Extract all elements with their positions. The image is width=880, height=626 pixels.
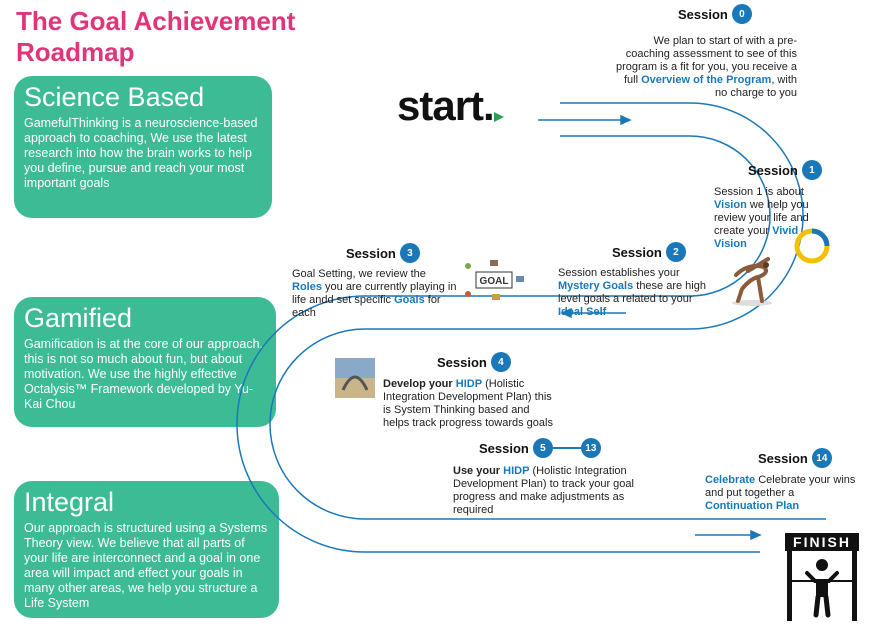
svg-text:GOAL: GOAL: [480, 276, 509, 287]
card-heading: Gamified: [24, 303, 133, 333]
session-number-badge: 4: [490, 352, 511, 372]
finish-runner-icon: [787, 551, 857, 621]
session-3-header: Session 3: [346, 243, 420, 263]
card-heading: Integral: [24, 487, 115, 517]
desc-highlight: Continuation Plan: [705, 500, 800, 512]
desc-text: (Holistic Integration Development Plan) …: [383, 378, 553, 429]
vivid-vision-icon: [794, 228, 830, 264]
session-number-badge: 14: [811, 448, 832, 468]
desc-text: you are currently playing in life andd s…: [292, 281, 457, 306]
finish-label: FINISH: [785, 533, 859, 551]
session-1-header: Session 1: [748, 160, 822, 180]
desc-text: We plan to start of with a pre-coaching …: [616, 35, 797, 86]
session-2-description: Session establishes your Mystery Goals t…: [558, 267, 718, 319]
desc-text: Use your: [453, 465, 504, 477]
card-heading: Science Based: [24, 82, 205, 112]
card-integral: Integral Our approach is structured usin…: [14, 481, 279, 618]
desc-text: we help you review your life and create …: [714, 199, 809, 237]
session-number-badge: 3: [399, 243, 420, 263]
desc-highlight: Overview of the Program: [641, 74, 772, 86]
session-5-13-description: Use your HIDP (Holistic Integration Deve…: [453, 465, 663, 517]
session-0-header: Session 0: [678, 4, 752, 24]
session-number-badge: 0: [731, 4, 752, 24]
session-label: Session: [346, 245, 396, 261]
desc-highlight: Vivid Vision: [714, 225, 799, 250]
dancers-image: [732, 257, 772, 306]
session-3-description: Goal Setting, we review the Roles you ar…: [292, 268, 458, 320]
session-14-header: Session 14: [758, 448, 832, 468]
finish-line-icon: FINISH: [785, 533, 859, 626]
session-number-badge: 1: [801, 160, 822, 180]
session-range-connector: [552, 447, 581, 449]
session-number-badge: 13: [580, 438, 601, 458]
hidp-image: [335, 358, 375, 398]
session-1-description: Session 1 is about Vision we help you re…: [714, 186, 834, 251]
card-text: Our approach is structured using a Syste…: [24, 521, 268, 610]
session-14-description: Celebrate Celebrate your wins and put to…: [705, 474, 865, 513]
session-label: Session: [612, 244, 662, 260]
card-gamified: Gamified Gamification is at the core of …: [14, 297, 276, 427]
session-label: Session: [758, 450, 808, 466]
desc-highlight: Roles: [292, 281, 322, 293]
session-4-header: Session 4: [437, 352, 511, 372]
session-label: Session: [479, 440, 529, 456]
desc-text: Celebrate your wins and put together a: [705, 474, 856, 499]
desc-text: Session 1 is about: [714, 186, 804, 198]
session-4-description: Develop your HIDP (Holistic Integration …: [383, 378, 558, 430]
session-5-13-header: Session 5 13: [479, 438, 601, 458]
desc-highlight: Vision: [714, 199, 747, 211]
session-label: Session: [437, 354, 487, 370]
desc-text: Session establishes your: [558, 267, 680, 279]
goal-setting-icon: GOAL: [465, 260, 524, 300]
start-label: start.: [397, 82, 495, 129]
desc-text: Develop your: [383, 378, 456, 390]
desc-highlight: HIDP: [503, 465, 530, 477]
desc-highlight: Mystery Goals: [558, 280, 634, 292]
desc-highlight: Goals: [394, 294, 425, 306]
desc-text: , with no charge to you: [715, 74, 797, 99]
session-label: Session: [678, 6, 728, 22]
card-text: GamefulThinking is a neuroscience-based …: [24, 116, 258, 190]
session-number-badge: 5: [532, 438, 553, 458]
desc-highlight: HIDP: [455, 378, 483, 390]
desc-text: these are high level goals a related to …: [558, 280, 706, 305]
page-title: The Goal Achievement Roadmap: [16, 6, 296, 67]
desc-highlight: Ideal Self: [558, 306, 607, 318]
session-number-badge: 2: [665, 242, 686, 262]
session-0-description: We plan to start of with a pre-coaching …: [612, 35, 797, 100]
desc-highlight: Celebrate: [705, 474, 756, 486]
session-label: Session: [748, 162, 798, 178]
desc-text: (Holistic Integration Development Plan) …: [453, 465, 634, 516]
start-arrow-icon: [494, 112, 504, 122]
session-2-header: Session 2: [612, 242, 686, 262]
card-science-based: Science Based GamefulThinking is a neuro…: [14, 76, 272, 218]
desc-text: Goal Setting, we review the: [292, 268, 426, 280]
card-text: Gamification is at the core of our appro…: [24, 337, 264, 411]
desc-text: for each: [292, 294, 441, 319]
